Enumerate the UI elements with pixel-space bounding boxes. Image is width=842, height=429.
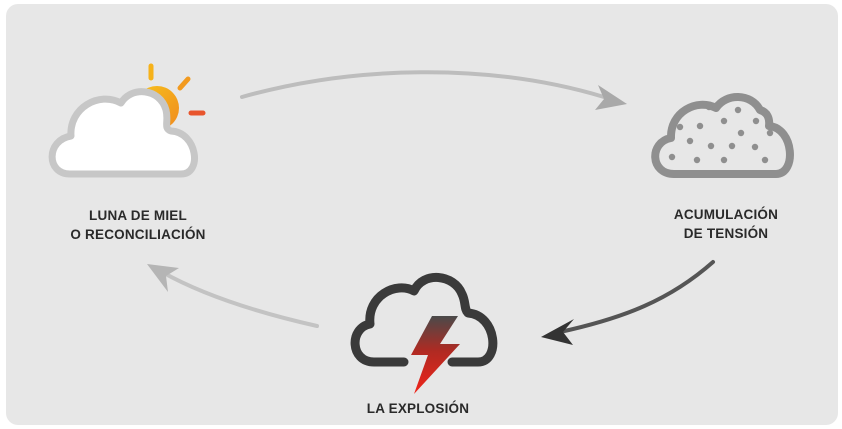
stage-label-tension-line2: DE TENSIÓN (683, 226, 769, 241)
stage-label-tension: ACUMULACIÓN DE TENSIÓN (646, 205, 806, 243)
stage-label-honeymoon-line1: LUNA DE MIEL (89, 208, 187, 223)
lightning-bolt-icon (411, 316, 460, 394)
storm-cloud-lightning-icon (350, 272, 498, 394)
arrow-tension-to-explosion (541, 260, 715, 345)
dotted-cloud-icon (651, 93, 794, 178)
stage-label-honeymoon-line2: O RECONCILIACIÓN (70, 227, 206, 242)
stage-label-tension-line1: ACUMULACIÓN (673, 207, 779, 222)
sun-behind-cloud-icon (48, 63, 206, 178)
stage-label-explosion-line1: LA EXPLOSIÓN (366, 401, 470, 416)
tension-dots (668, 103, 774, 164)
arrow-explosion-to-honeymoon (147, 264, 319, 328)
light-cloud-shape (48, 88, 198, 178)
stage-label-explosion: LA EXPLOSIÓN (348, 399, 488, 418)
stage-label-honeymoon: LUNA DE MIEL O RECONCILIACIÓN (58, 206, 218, 244)
arrow-honeymoon-to-tension (240, 70, 627, 110)
storm-cloud-shape (350, 272, 498, 367)
tension-cloud-shape (651, 93, 794, 178)
